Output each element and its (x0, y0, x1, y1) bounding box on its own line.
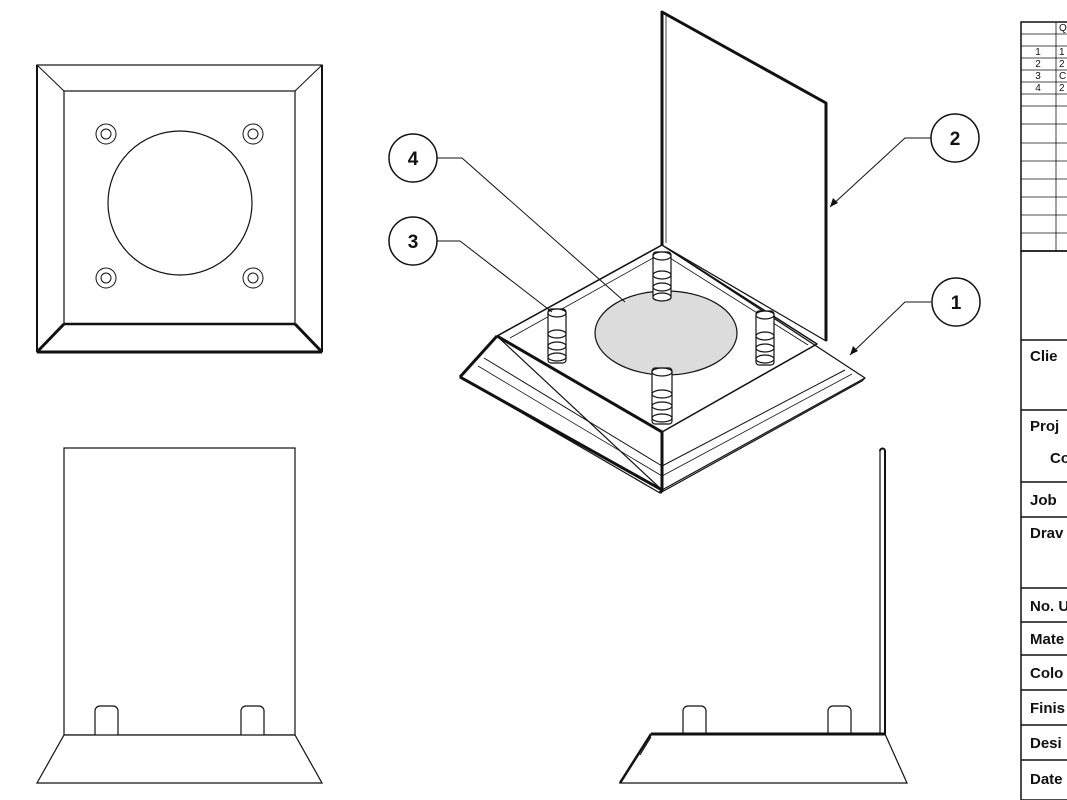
standoff (755, 310, 775, 366)
title-block-label-finish: Finis (1030, 700, 1065, 717)
parts-row: 1 1 (1035, 47, 1065, 58)
callout-3: 3 (388, 216, 438, 266)
leader-lines (437, 137, 931, 356)
top-view (35, 64, 324, 354)
parts-row: 3 C (1035, 71, 1066, 82)
title-block-label-date: Date (1030, 771, 1063, 788)
isometric-view (458, 10, 866, 494)
standoff (651, 367, 673, 425)
callout-4: 4 (388, 133, 438, 183)
parts-list: Q 1 1 2 2 3 C 4 2 (1020, 21, 1067, 252)
front-view (35, 447, 324, 784)
mounting-hole (242, 123, 264, 145)
part-text: 2 (1059, 59, 1065, 70)
leader-arrowheads (830, 198, 858, 355)
title-block-label-drawing: Drav (1030, 525, 1064, 542)
parts-row: 2 2 (1035, 59, 1065, 70)
standoff (547, 308, 567, 364)
title-block-label-job: Job (1030, 492, 1057, 509)
side-view (618, 447, 908, 784)
part-number: 2 (1035, 59, 1041, 70)
callout-number: 4 (408, 149, 419, 170)
centre-disc (594, 290, 738, 376)
callout-number: 1 (951, 293, 962, 314)
part-text: 1 (1059, 47, 1065, 58)
back-panel (660, 10, 828, 342)
title-block-label-material: Mate (1030, 631, 1064, 648)
title-block-label-colour: Colo (1030, 665, 1063, 682)
callout-number: 3 (408, 232, 419, 253)
title-block-label-client: Clie (1030, 348, 1058, 365)
callout-number: 2 (950, 129, 961, 150)
standoff (652, 251, 672, 302)
title-block-label-project-line2: Co (1050, 450, 1067, 467)
mounting-hole (242, 267, 264, 289)
part-text: 2 (1059, 83, 1065, 94)
callout-2: 2 (930, 113, 980, 163)
mounting-hole (95, 267, 117, 289)
title-block-label-project: Proj (1030, 418, 1059, 435)
title-block: Clie Proj Co Job Drav No. U Mate Colo Fi… (1020, 250, 1067, 800)
part-text: C (1059, 71, 1066, 82)
title-block-label-no-units: No. U (1030, 598, 1067, 615)
part-number: 1 (1035, 47, 1041, 58)
parts-row: 4 2 (1035, 83, 1065, 94)
title-block-label-designer: Desi (1030, 735, 1062, 752)
mounting-hole (95, 123, 117, 145)
part-number: 3 (1035, 71, 1041, 82)
part-number: 4 (1035, 83, 1041, 94)
callout-1: 1 (931, 277, 981, 327)
parts-list-header: Q (1059, 23, 1067, 34)
